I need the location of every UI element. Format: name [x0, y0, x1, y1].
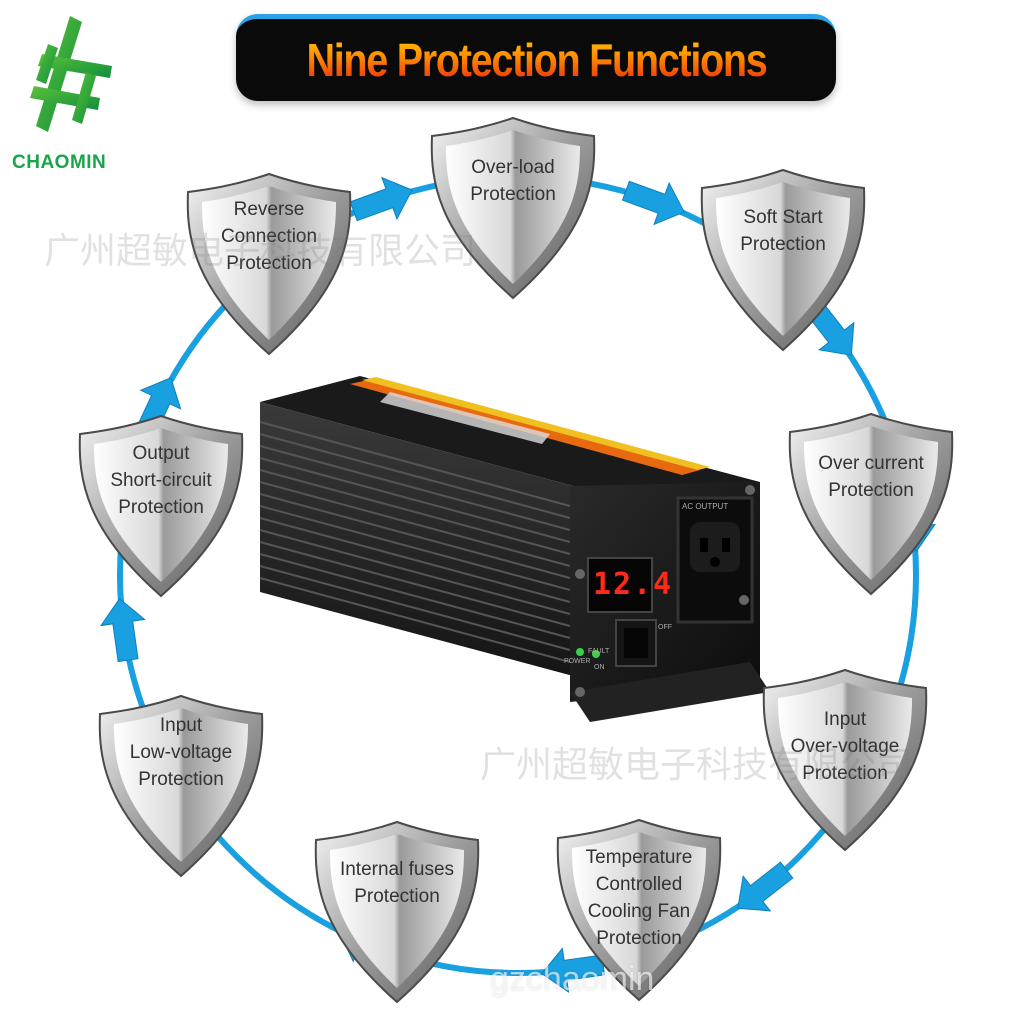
watermark-text-bottom: 广州超敏电子科技有限公司 — [480, 745, 913, 786]
protection-label: Over-load Protection — [470, 157, 556, 205]
shield-icon — [186, 172, 352, 356]
logo-text: CHAOMIN — [12, 152, 107, 173]
ring-arrow-icon — [349, 176, 413, 222]
protection-label: Over current Protection — [818, 453, 924, 501]
protection-label: Input Over-voltage Protection — [790, 709, 900, 784]
logo-icon — [30, 16, 112, 132]
shield-icon — [314, 820, 480, 1004]
page-title: Nine Protection Functions — [305, 34, 767, 86]
watermark-text-top: 广州超敏电子科技有限公司 — [44, 231, 477, 272]
protection-label: Soft Start Protection — [740, 207, 826, 255]
chaomin-logo: CHAOMIN — [12, 14, 132, 173]
protection-label: Output Short-circuit Protection — [110, 443, 212, 518]
protection-shield: Input Over-voltage Protection — [760, 664, 930, 854]
protection-label: Temperature Controlled Cooling Fan Prote… — [585, 847, 693, 949]
protection-label: Reverse Connection Protection — [220, 199, 318, 274]
protection-label: Input Low-voltage Protection — [129, 715, 233, 790]
watermark-url: gzchaomin — [490, 960, 655, 998]
protection-shield: Over-load Protection — [428, 112, 598, 302]
protection-shield: Internal fuses Protection — [312, 816, 482, 1006]
off-label: OFF — [658, 624, 672, 631]
protection-label: Internal fuses Protection — [339, 859, 455, 907]
shield-icon — [430, 116, 596, 300]
protection-shield: Over current Protection — [786, 408, 956, 598]
protection-shield: Output Short-circuit Protection — [76, 410, 246, 600]
power-label: POWER — [564, 658, 591, 665]
shield-icon — [700, 168, 866, 352]
protection-shield: Soft Start Protection — [698, 164, 868, 354]
shield-icon — [788, 412, 954, 596]
ring-arrow-icon — [737, 861, 794, 912]
shield-icon — [78, 414, 244, 598]
shield-icon — [98, 694, 264, 878]
shield-icon — [762, 668, 928, 852]
voltage-display: 12.4 — [593, 567, 674, 602]
ac-output-label: AC OUTPUT — [682, 502, 729, 511]
protection-shield: Reverse Connection Protection — [184, 168, 354, 358]
on-label: ON — [594, 664, 605, 671]
protection-shield: Input Low-voltage Protection — [96, 690, 266, 880]
protection-shield: Temperature Controlled Cooling Fan Prote… — [554, 814, 724, 1004]
ring-arrow-icon — [621, 180, 685, 226]
title-banner: Nine Protection Functions — [236, 14, 836, 101]
fault-label: FAULT — [588, 648, 610, 655]
shield-icon — [556, 818, 722, 1002]
ring-arrow-icon — [99, 597, 146, 663]
power-inverter-image: 12.4 AC OUTPUT POWER FAULT ON OFF — [250, 362, 770, 722]
